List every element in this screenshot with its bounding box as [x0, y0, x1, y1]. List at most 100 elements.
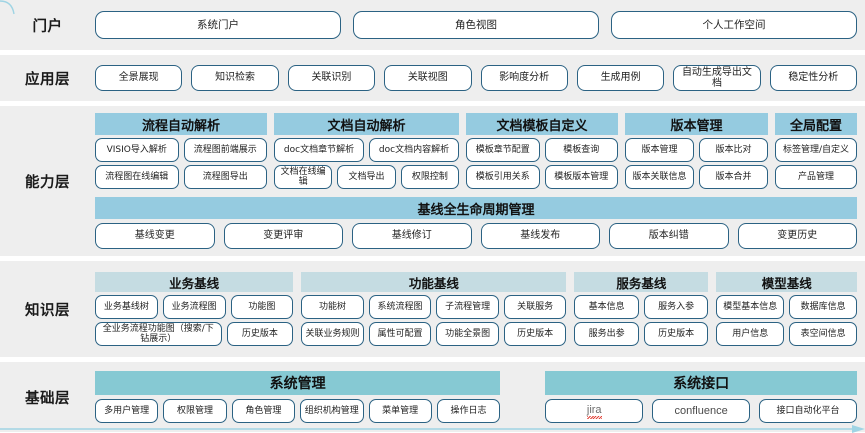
capability-lifecycle-item-3[interactable]: 基线发布 [480, 223, 600, 249]
knowledge-item-0-0-0[interactable]: 业务基线树 [95, 295, 158, 319]
base-column-set: 系统管理 多用户管理 权限管理 角色管理 组织机构管理 菜单管理 操作日志 系统… [95, 371, 857, 423]
knowledge-item-2-1-0[interactable]: 服务出参 [574, 322, 639, 346]
base-item-0-1[interactable]: 权限管理 [163, 399, 227, 423]
layer-label-capability: 能力层 [25, 174, 70, 191]
capability-lifecycle-item-1[interactable]: 变更评审 [223, 223, 343, 249]
knowledge-group-2-title: 服务基线 [574, 272, 709, 292]
layer-body-portal: 系统门户 角色视图 个人工作空间 [95, 11, 865, 39]
capability-item-1-1-2[interactable]: 权限控制 [400, 165, 459, 189]
capability-lifecycle-item-0[interactable]: 基线变更 [95, 223, 215, 249]
knowledge-group-1: 功能基线 功能树 系统流程图 子流程管理 关联服务 关联业务规则 属性可配置 功… [301, 272, 567, 346]
base-item-0-3[interactable]: 组织机构管理 [300, 399, 364, 423]
capability-item-0-0-1[interactable]: 流程图前端展示 [183, 138, 267, 162]
capability-item-2-0-0[interactable]: 模板章节配置 [466, 138, 540, 162]
application-item-5[interactable]: 生成用例 [576, 65, 665, 91]
knowledge-item-0-0-1[interactable]: 业务流程图 [162, 295, 226, 319]
knowledge-column-set: 业务基线 业务基线树 业务流程图 功能图 全业务流程功能图（搜索/下钻展示） 历… [95, 272, 858, 346]
knowledge-item-1-1-0[interactable]: 关联业务规则 [301, 322, 364, 346]
portal-item-strip: 系统门户 角色视图 个人工作空间 [95, 11, 857, 39]
portal-item-0[interactable]: 系统门户 [95, 11, 341, 39]
base-item-0-4[interactable]: 菜单管理 [368, 399, 432, 423]
knowledge-item-0-0-2[interactable]: 功能图 [230, 295, 294, 319]
knowledge-item-3-1-1[interactable]: 表空间信息 [789, 322, 858, 346]
capability-group-2-row2: 模板引用关系 模板版本管理 [466, 165, 618, 189]
capability-group-3-title: 版本管理 [625, 113, 768, 135]
knowledge-item-1-1-1[interactable]: 属性可配置 [368, 322, 432, 346]
knowledge-item-3-0-0[interactable]: 模型基本信息 [716, 295, 785, 319]
layer-row-capability: 能力层 流程自动解析 VISIO导入解析 流程图前端展示 流程图在线编辑 流程图… [0, 106, 865, 256]
application-item-1[interactable]: 知识检索 [191, 65, 279, 91]
capability-column-set: 流程自动解析 VISIO导入解析 流程图前端展示 流程图在线编辑 流程图导出 文… [95, 113, 857, 189]
knowledge-item-0-1-0[interactable]: 全业务流程功能图（搜索/下钻展示） [95, 322, 222, 346]
capability-item-3-0-1[interactable]: 版本比对 [699, 138, 768, 162]
capability-item-4-0-0[interactable]: 标签管理/自定义 [775, 138, 857, 162]
capability-item-3-1-0[interactable]: 版本关联信息 [625, 165, 694, 189]
capability-item-2-1-0[interactable]: 模板引用关系 [466, 165, 540, 189]
knowledge-group-2: 服务基线 基本信息 服务入参 服务出参 历史版本 [574, 272, 709, 346]
base-item-1-1[interactable]: confluence [652, 399, 751, 423]
capability-group-2-row1: 模板章节配置 模板查询 [466, 138, 618, 162]
application-item-2[interactable]: 关联识别 [287, 65, 376, 91]
capability-item-3-1-1[interactable]: 版本合并 [699, 165, 768, 189]
portal-item-2[interactable]: 个人工作空间 [611, 11, 857, 39]
capability-item-1-1-0[interactable]: 文档在线编辑 [274, 165, 333, 189]
base-group-0-title: 系统管理 [95, 371, 501, 395]
capability-groups: 流程自动解析 VISIO导入解析 流程图前端展示 流程图在线编辑 流程图导出 文… [95, 113, 857, 249]
capability-item-3-0-0[interactable]: 版本管理 [625, 138, 694, 162]
knowledge-group-2-row1: 基本信息 服务入参 [574, 295, 709, 319]
capability-lifecycle-title: 基线全生命周期管理 [95, 197, 857, 219]
layer-row-portal: 门户 系统门户 角色视图 个人工作空间 [0, 0, 865, 50]
capability-item-4-1-0[interactable]: 产品管理 [775, 165, 857, 189]
knowledge-group-0-title: 业务基线 [95, 272, 294, 292]
capability-lifecycle-item-2[interactable]: 基线修订 [352, 223, 472, 249]
base-item-1-2[interactable]: 接口自动化平台 [759, 399, 857, 423]
knowledge-item-2-0-1[interactable]: 服务入参 [643, 295, 709, 319]
capability-item-1-1-1[interactable]: 文档导出 [337, 165, 396, 189]
base-item-1-0[interactable]: jira [545, 399, 644, 423]
capability-item-1-0-0[interactable]: doc文档章节解析 [274, 138, 364, 162]
knowledge-item-0-1-1[interactable]: 历史版本 [226, 322, 294, 346]
application-item-4[interactable]: 影响度分析 [480, 65, 568, 91]
knowledge-item-2-1-1[interactable]: 历史版本 [643, 322, 709, 346]
knowledge-item-1-0-1[interactable]: 系统流程图 [368, 295, 432, 319]
capability-item-0-1-0[interactable]: 流程图在线编辑 [95, 165, 179, 189]
application-item-3[interactable]: 关联视图 [384, 65, 472, 91]
capability-item-1-0-1[interactable]: doc文档内容解析 [369, 138, 459, 162]
base-group-system-management: 系统管理 多用户管理 权限管理 角色管理 组织机构管理 菜单管理 操作日志 [95, 371, 501, 423]
capability-group-4-title: 全局配置 [775, 113, 857, 135]
capability-group-0: 流程自动解析 VISIO导入解析 流程图前端展示 流程图在线编辑 流程图导出 [95, 113, 267, 189]
knowledge-group-0: 业务基线 业务基线树 业务流程图 功能图 全业务流程功能图（搜索/下钻展示） 历… [95, 272, 294, 346]
application-item-7[interactable]: 稳定性分析 [769, 65, 857, 91]
knowledge-item-1-1-2[interactable]: 功能全景图 [436, 322, 499, 346]
knowledge-item-3-1-0[interactable]: 用户信息 [716, 322, 785, 346]
base-item-0-0[interactable]: 多用户管理 [95, 399, 159, 423]
capability-item-2-1-1[interactable]: 模板版本管理 [544, 165, 618, 189]
knowledge-item-1-0-2[interactable]: 子流程管理 [436, 295, 499, 319]
capability-item-2-0-1[interactable]: 模板查询 [544, 138, 618, 162]
knowledge-item-1-0-3[interactable]: 关联服务 [503, 295, 567, 319]
capability-lifecycle-item-4[interactable]: 版本纠错 [609, 223, 729, 249]
capability-group-0-title: 流程自动解析 [95, 113, 267, 135]
capability-group-3-row1: 版本管理 版本比对 [625, 138, 768, 162]
capability-item-0-0-0[interactable]: VISIO导入解析 [95, 138, 179, 162]
application-item-strip: 全景展现 知识检索 关联识别 关联视图 影响度分析 生成用例 自动生成导出文档 … [95, 65, 857, 91]
application-item-0[interactable]: 全景展现 [95, 65, 183, 91]
knowledge-item-3-0-1[interactable]: 数据库信息 [789, 295, 858, 319]
base-item-0-5[interactable]: 操作日志 [436, 399, 501, 423]
knowledge-group-1-row1: 功能树 系统流程图 子流程管理 关联服务 [301, 295, 567, 319]
knowledge-item-2-0-0[interactable]: 基本信息 [574, 295, 639, 319]
knowledge-group-2-row2: 服务出参 历史版本 [574, 322, 709, 346]
portal-item-1[interactable]: 角色视图 [353, 11, 599, 39]
layer-label-portal: 门户 [32, 18, 63, 35]
layer-row-base: 基础层 系统管理 多用户管理 权限管理 角色管理 组织机构管理 菜单管理 操作日… [0, 362, 865, 432]
knowledge-group-3-title: 模型基线 [716, 272, 858, 292]
layer-body-application: 全景展现 知识检索 关联识别 关联视图 影响度分析 生成用例 自动生成导出文档 … [95, 65, 865, 91]
jira-logo-text: jira [586, 404, 602, 419]
knowledge-item-1-0-0[interactable]: 功能树 [301, 295, 364, 319]
capability-item-0-1-1[interactable]: 流程图导出 [183, 165, 267, 189]
capability-lifecycle-item-5[interactable]: 变更历史 [737, 223, 857, 249]
knowledge-item-1-1-3[interactable]: 历史版本 [503, 322, 567, 346]
base-item-0-2[interactable]: 角色管理 [231, 399, 296, 423]
application-item-6[interactable]: 自动生成导出文档 [673, 65, 761, 91]
